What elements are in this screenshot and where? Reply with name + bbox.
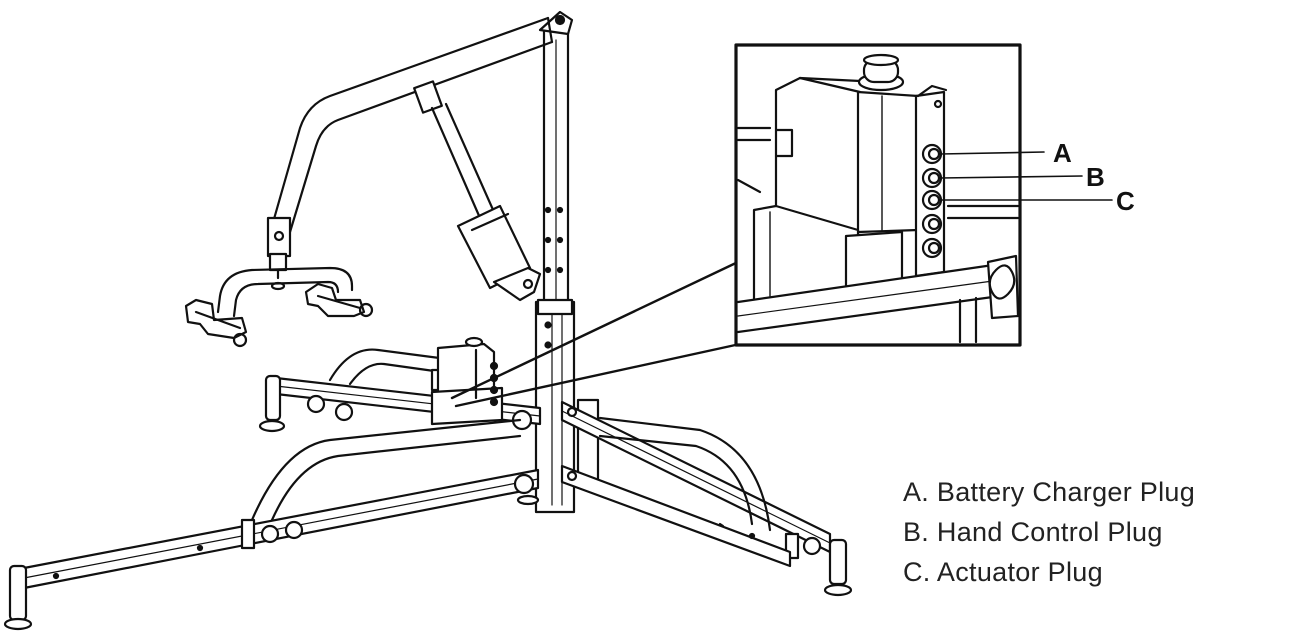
control-box: [430, 336, 504, 426]
legend-item-hand-control-plug: B. Hand Control Plug: [903, 517, 1163, 547]
legend-item-actuator-plug: C. Actuator Plug: [903, 557, 1103, 587]
legend-item-battery-charger-plug: A. Battery Charger Plug: [903, 477, 1196, 507]
actuator: [413, 80, 542, 302]
base-leg-front-right: [560, 400, 853, 597]
base-leg-front-left: [3, 418, 540, 631]
zoom-callout-wedge: [450, 260, 742, 408]
zoom-inset: [734, 43, 1113, 347]
callout-c: C: [1116, 186, 1135, 216]
plug-legend: A. Battery Charger Plug B. Hand Control …: [903, 472, 1195, 592]
callout-b: B: [1086, 162, 1105, 192]
lift-boom: [266, 16, 554, 280]
lift-mast: [534, 10, 576, 514]
callout-a: A: [1053, 138, 1072, 168]
spreader-bar: [184, 266, 374, 348]
